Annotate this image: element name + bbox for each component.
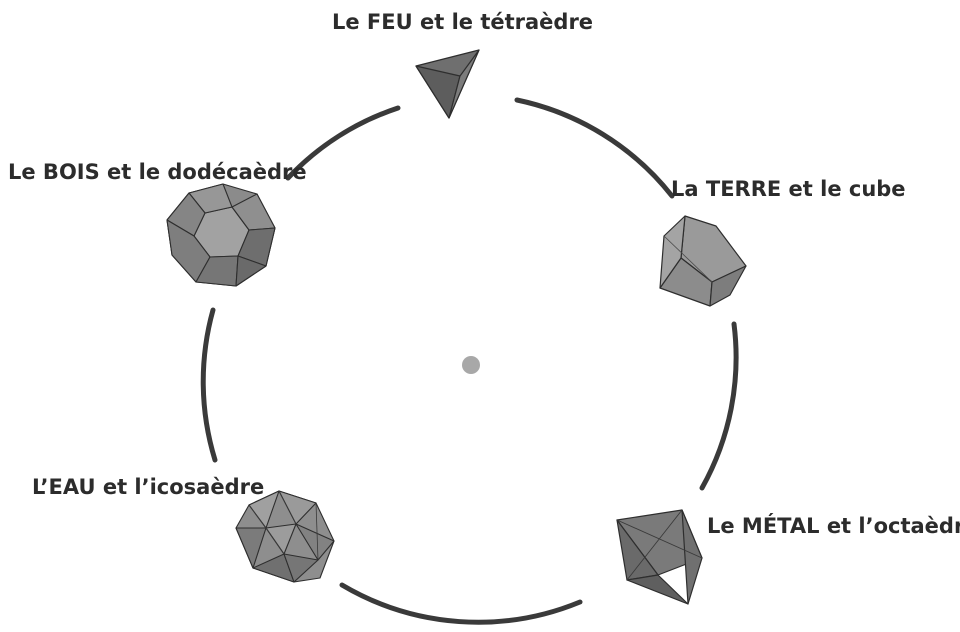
tetrahedron-icon [415, 49, 480, 119]
dodecahedron-icon [166, 183, 276, 287]
ring-arc-earth-metal [699, 321, 739, 491]
label-fire-tetrahedron: Le FEU et le tétraèdre [332, 10, 594, 34]
label-earth-cube: La TERRE et le cube [671, 177, 906, 201]
icosahedron-icon [235, 490, 335, 583]
cube-icon [659, 215, 747, 307]
cycle-ring [200, 97, 739, 625]
label-metal-octahedron: Le MÉTAL et l’octaèdre [707, 514, 960, 538]
label-water-icosahedron: L’EAU et l’icosaèdre [32, 475, 265, 499]
ring-arc-water-wood [200, 307, 218, 463]
octahedron-icon [616, 509, 703, 605]
ring-arc-metal-water [339, 582, 583, 625]
ring-arc-wood-fire [285, 105, 401, 181]
label-wood-dodecahedron: Le BOIS et le dodécaèdre [8, 160, 307, 184]
center-dot [462, 356, 480, 374]
ring-arc-fire-earth [514, 97, 675, 199]
